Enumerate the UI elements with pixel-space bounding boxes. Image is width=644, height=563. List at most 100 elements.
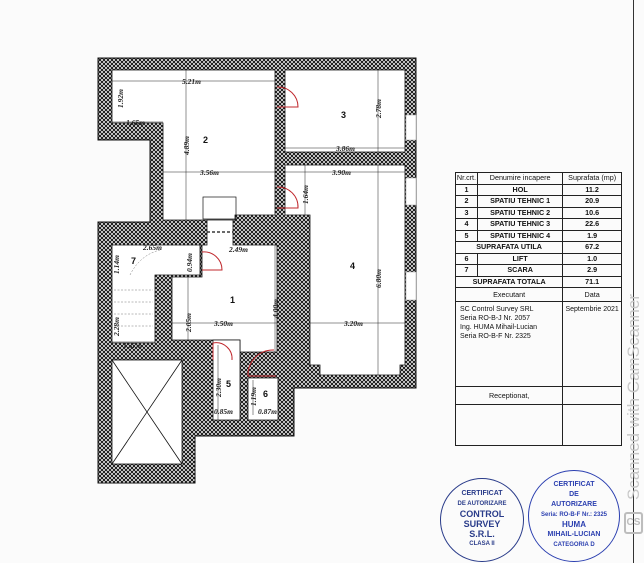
- dim-label: 3.86m: [335, 144, 355, 153]
- dim-label: 2.28m: [112, 317, 121, 337]
- cell-name: LIFT: [476, 252, 564, 265]
- dim-label: 3.56m: [199, 168, 219, 177]
- stamp-text: S.R.L.: [469, 529, 495, 539]
- dim-label: 2.05m: [184, 313, 193, 333]
- cell-nr: 3: [455, 206, 478, 219]
- stamp-text: CERTIFICAT: [461, 490, 503, 497]
- room-5: [212, 339, 241, 421]
- windows: [405, 114, 417, 301]
- stamp-text: DE: [569, 491, 579, 498]
- dimension-lines: [112, 70, 405, 420]
- executant-cell: SC Control Survey SRL Seria RO-B-J Nr. 2…: [454, 301, 564, 387]
- executant-line: Seria RO-B-J Nr. 2057: [460, 315, 531, 322]
- room-4: [284, 164, 406, 376]
- room-2: [111, 69, 276, 221]
- dim-label: 1.64m: [301, 185, 310, 204]
- room-number: 5: [226, 379, 231, 389]
- cell-name: HOL: [476, 183, 564, 196]
- dim-label: 1.37m: [123, 341, 142, 350]
- surface-table: Nr.crt. Denumire incapere Suprafata (mp)…: [454, 172, 622, 446]
- total-label: SUPRAFATA TOTALA: [454, 275, 564, 288]
- cell-area: 1.0: [562, 252, 622, 265]
- cell-area: 10.6: [562, 206, 622, 219]
- empty-row: [454, 404, 622, 446]
- header-nr: Nr.crt.: [455, 172, 478, 185]
- doors: [201, 86, 299, 377]
- cell-nr: 5: [455, 229, 478, 242]
- camscanner-logo-icon: CS: [624, 512, 643, 534]
- cell-area: 2.9: [562, 264, 622, 277]
- receptionat-label: Receptionat,: [454, 386, 564, 405]
- camscanner-watermark: Scanned with CamScanner: [624, 293, 643, 500]
- stamp-text: AUTORIZARE: [551, 501, 597, 508]
- room-number: 2: [203, 135, 208, 145]
- stamp-text: CONTROL: [459, 509, 505, 519]
- dim-label: 5.21m: [182, 77, 201, 86]
- stamp-text: MIHAIL-LUCIAN: [547, 531, 601, 538]
- executant-line: Ing. HUMA Mihail-Lucian: [460, 324, 538, 331]
- cell-nr: 1: [455, 183, 478, 196]
- header-name: Denumire incapere: [476, 172, 564, 185]
- room-6: [247, 377, 279, 421]
- data-label: Data: [562, 287, 622, 302]
- dim-label: 4.89m: [182, 136, 191, 156]
- stair-treads: [114, 249, 161, 327]
- dim-label: 3.50m: [213, 319, 233, 328]
- cell-name: SPATIU TEHNIC 3: [476, 218, 564, 231]
- dim-label: 6.80m: [374, 269, 383, 288]
- dim-label: 0.85m: [214, 407, 233, 416]
- cell-area: 1.9: [562, 229, 622, 242]
- dim-label: 0.87m: [258, 407, 277, 416]
- executant-line: Seria RO-B-F Nr. 2325: [460, 333, 531, 340]
- date-cell: Septembrie 2021: [562, 301, 622, 387]
- dim-label: 1.92m: [116, 89, 125, 108]
- util-area: 67.2: [562, 241, 622, 254]
- lift-cross-line: [111, 359, 183, 465]
- total-area: 71.1: [562, 275, 622, 288]
- dim-label: 4.00m: [271, 299, 280, 319]
- cell-area: 11.2: [562, 183, 622, 196]
- executant-label: Executant: [454, 287, 564, 302]
- stamp-text: Seria: RO-B-F Nr.: 2325: [540, 512, 608, 518]
- table-header: Nr.crt. Denumire incapere Suprafata (mp): [455, 172, 622, 185]
- cell-area: 22.6: [562, 218, 622, 231]
- dim-label: 3.90m: [331, 168, 351, 177]
- dim-label: 2.49m: [228, 245, 248, 254]
- room-number: 4: [350, 261, 355, 271]
- receptionat-row: Receptionat,: [454, 386, 622, 405]
- personal-stamp: CERTIFICAT DE AUTORIZARE Seria: RO-B-F N…: [528, 470, 620, 562]
- cell-name: SCARA: [476, 264, 564, 277]
- stamp-text: SURVEY: [463, 519, 501, 529]
- room-number: 6: [263, 389, 268, 399]
- room-number: 3: [341, 110, 346, 120]
- header-area: Suprafata (mp): [562, 172, 622, 185]
- passage-frame: [202, 196, 237, 220]
- room-number: 1: [230, 295, 235, 305]
- cell-area: 20.9: [562, 195, 622, 208]
- dim-label: 2.30m: [214, 378, 223, 398]
- executant-row: SC Control Survey SRL Seria RO-B-J Nr. 2…: [454, 301, 622, 387]
- room-number: 7: [131, 256, 136, 266]
- dim-label: 3.20m: [343, 319, 363, 328]
- empty-cell: [562, 386, 622, 405]
- dim-label: 0.94m: [185, 253, 194, 272]
- dim-label: 2.78m: [374, 99, 383, 119]
- dim-label: 2.65m: [142, 243, 162, 252]
- empty-cell: [562, 404, 622, 446]
- page-border: [633, 0, 634, 563]
- dim-label: 1.65m: [126, 118, 145, 127]
- cell-name: SPATIU TEHNIC 1: [476, 195, 564, 208]
- stamp-text: CERTIFICAT: [553, 481, 595, 488]
- room-7-stairs: [111, 244, 201, 344]
